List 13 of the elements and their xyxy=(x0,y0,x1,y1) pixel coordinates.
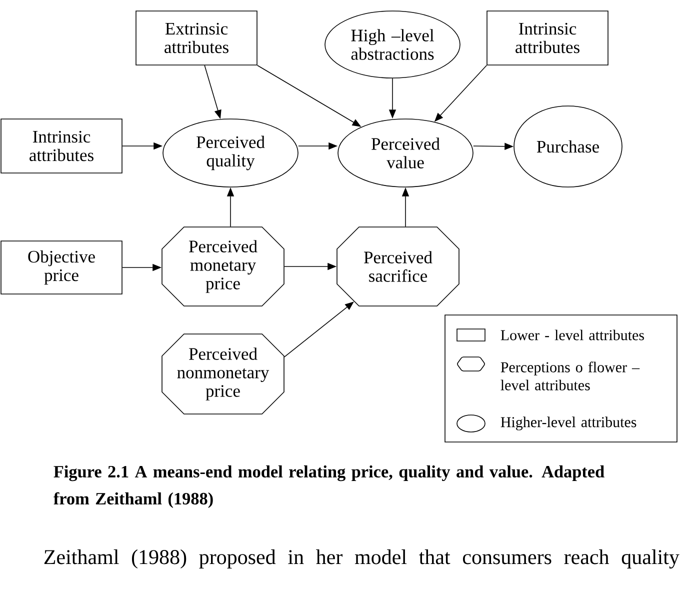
concept-octagon: Perceived monetary price xyxy=(162,226,284,306)
legend-label: Perceptions o flower – level attributes xyxy=(500,362,640,390)
concept-box: Extrinsic attributes xyxy=(136,10,258,66)
body-text: Zeithaml (1988) proposed in her model that consumers reach quality xyxy=(44,549,680,569)
figure-caption: Figure 2.1 A means-end model relating price, quality and value. Adapted from Zeithaml (1988) xyxy=(54,465,604,508)
concept-box: Objective price xyxy=(0,240,122,294)
legend-label: Lower - level attributes xyxy=(500,330,644,340)
arrow xyxy=(284,302,354,358)
concept-octagon: Perceived sacrifice xyxy=(336,226,460,306)
concept-box: Intrinsic attributes xyxy=(0,118,122,174)
concept-octagon: Perceived nonmonetary price xyxy=(162,334,284,414)
legend-label: Higher-level attributes xyxy=(500,416,636,430)
concept-box: Intrinsic attributes xyxy=(486,10,608,66)
